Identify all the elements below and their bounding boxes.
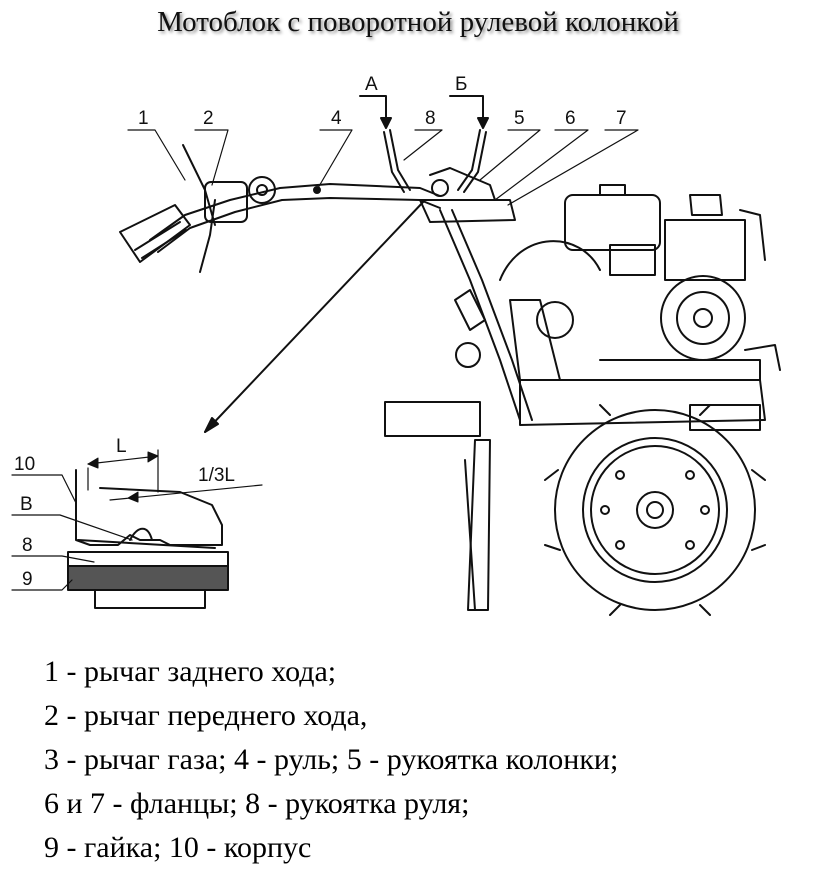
legend-line: 2 - рычаг переднего хода, [44,699,368,732]
arrow-label-a: А [365,74,378,95]
detail-callout-8: 8 [22,535,33,556]
callout-7: 7 [616,108,627,129]
legend-line: 6 и 7 - фланцы; 8 - рукоятка руля; [44,787,470,820]
detail-view [11,449,263,609]
detail-callout-9: 9 [22,569,33,590]
legend-line: 3 - рычаг газа; 4 - руль; 5 - рукоятка к… [44,743,619,776]
dimension-third-l-label: 1/3L [198,465,235,486]
page-title: Мотоблок с поворотной рулевой колонкой [157,6,679,38]
callout-2: 2 [203,108,214,129]
dimension-l-label: L [116,436,127,457]
callout-4: 4 [331,108,342,129]
wheel [544,404,766,616]
engine [564,184,781,371]
detail-callout-10: 10 [14,454,35,475]
tiller-diagram: 1 2 4 8 5 6 7 А Б L 1/3L 10 B 8 9 [11,74,781,616]
steering-column [383,129,533,421]
callout-5: 5 [514,108,525,129]
direction-arrows [359,95,489,129]
detail-leader-arrowhead [204,417,219,433]
handlebar [119,144,441,273]
legend-line: 9 - гайка; 10 - корпус [44,831,312,864]
arrow-label-b: Б [455,74,467,95]
detail-callout-b: B [20,494,33,515]
frame [384,240,766,611]
legend: 1 - рычаг заднего хода; 2 - рычаг передн… [44,650,618,870]
callout-1: 1 [138,108,149,129]
legend-line: 1 - рычаг заднего хода; [44,655,337,688]
callout-8: 8 [425,108,436,129]
callout-6: 6 [565,108,576,129]
callout-leaders [127,129,639,206]
detail-leader-line [204,199,426,433]
